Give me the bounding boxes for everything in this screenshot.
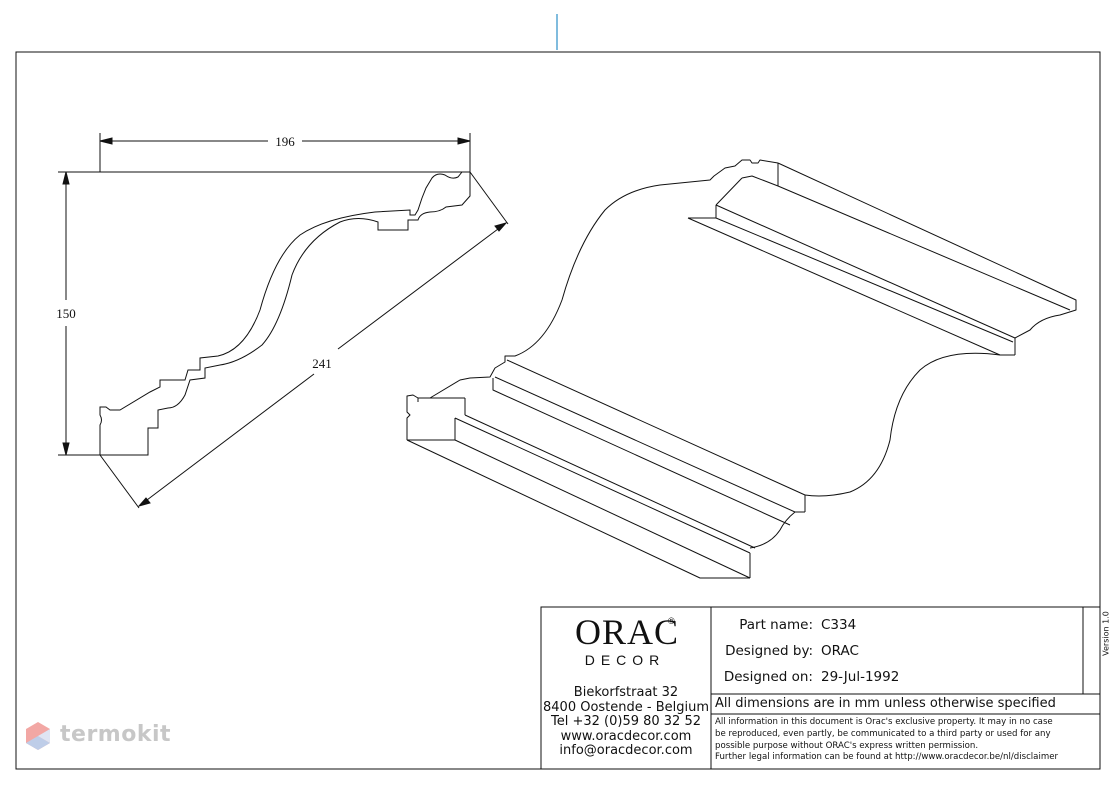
dimension-width-label: 196 xyxy=(275,134,295,149)
dimension-diagonal-label: 241 xyxy=(312,356,332,371)
version-label: Version 1.0 xyxy=(1101,611,1111,656)
address-email: info@oracdecor.com xyxy=(559,743,693,758)
designed-by-value: ORAC xyxy=(821,643,859,659)
designed-on-value: 29-Jul-1992 xyxy=(821,669,900,685)
company-address: Biekorfstraat 32 8400 Oostende - Belgium… xyxy=(543,685,710,759)
legal-notice: All information in this document is Orac… xyxy=(715,717,1099,764)
company-logo-subtitle: DECOR xyxy=(584,652,666,668)
profile-section xyxy=(99,171,471,456)
legal-line: All information in this document is Orac… xyxy=(715,717,1053,727)
watermark: termokit xyxy=(60,722,171,747)
designed-by-label: Designed by: xyxy=(725,643,813,659)
address-street: Biekorfstraat 32 xyxy=(573,685,679,700)
dimensions-note: All dimensions are in mm unless otherwis… xyxy=(715,696,1056,711)
legal-line: possible purpose without ORAC's express … xyxy=(715,740,979,751)
watermark-text: termokit xyxy=(60,722,172,747)
isometric-moulding xyxy=(406,159,1077,579)
profile-outline xyxy=(99,171,471,456)
part-name-value: C334 xyxy=(821,617,857,633)
sheet-frame xyxy=(15,51,1101,770)
address-website: www.oracdecor.com xyxy=(560,728,692,744)
moulding-end-profile xyxy=(406,159,779,440)
address-phone: Tel +32 (0)59 80 32 52 xyxy=(550,714,702,729)
address-city: 8400 Oostende - Belgium xyxy=(543,699,710,715)
legal-line: Further legal information can be found a… xyxy=(715,752,1059,763)
dimension-lines xyxy=(58,133,509,509)
designed-on-label: Designed on: xyxy=(723,669,813,685)
legal-line: be reproduced, even partly, be communica… xyxy=(715,728,1051,739)
dimension-height-label: 150 xyxy=(56,306,76,321)
part-name-label: Part name: xyxy=(739,617,813,633)
registered-mark: ® xyxy=(668,616,675,626)
hexagon-logo-icon xyxy=(26,722,50,750)
title-block-frame xyxy=(540,606,1101,770)
company-logo: ORAC xyxy=(574,612,680,652)
